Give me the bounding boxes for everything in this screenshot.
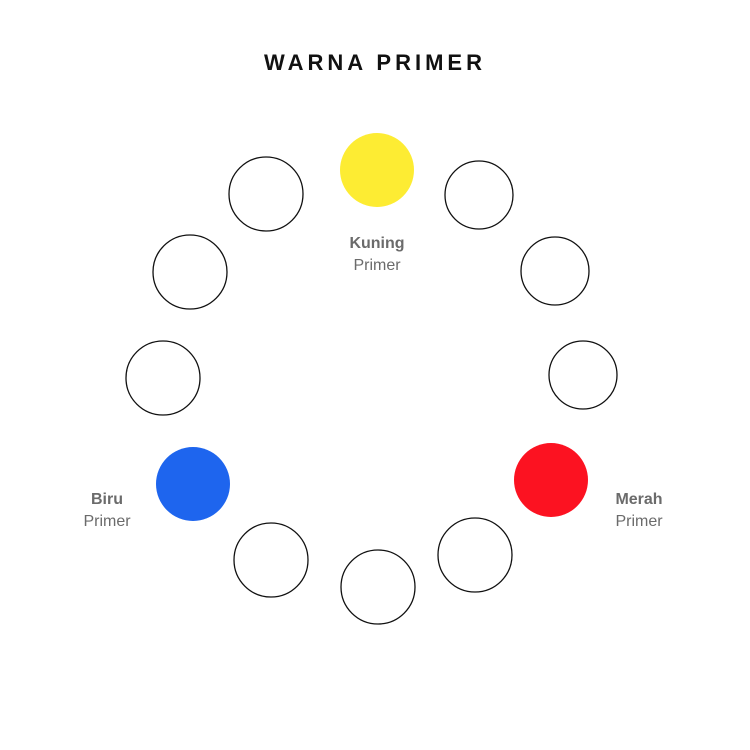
wheel-circle-empty: [228, 156, 304, 232]
label-biru-sub: Primer: [83, 513, 131, 530]
wheel-circle-empty: [520, 236, 590, 306]
wheel-circle-empty: [444, 160, 514, 230]
label-merah-sub: Primer: [615, 513, 663, 530]
wheel-circle-empty: [125, 340, 201, 416]
label-kuning-name: Kuning: [349, 235, 405, 252]
wheel-circle-yellow: [340, 133, 414, 207]
wheel-circle-empty: [548, 340, 618, 410]
wheel-circle-red: [514, 443, 588, 517]
label-kuning: Kuning Primer: [307, 233, 447, 277]
label-biru: Biru Primer: [37, 489, 177, 533]
wheel-circle-empty: [340, 549, 416, 625]
wheel-circle-empty: [152, 234, 228, 310]
wheel-circle-empty: [437, 517, 513, 593]
label-kuning-sub: Primer: [353, 257, 401, 274]
label-biru-name: Biru: [91, 491, 123, 508]
label-merah: Merah Primer: [569, 489, 709, 533]
page-title: WARNA PRIMER: [264, 50, 486, 75]
wheel-circle-empty: [233, 522, 309, 598]
wheel-circle-blue: [156, 447, 230, 521]
label-merah-name: Merah: [615, 491, 663, 508]
